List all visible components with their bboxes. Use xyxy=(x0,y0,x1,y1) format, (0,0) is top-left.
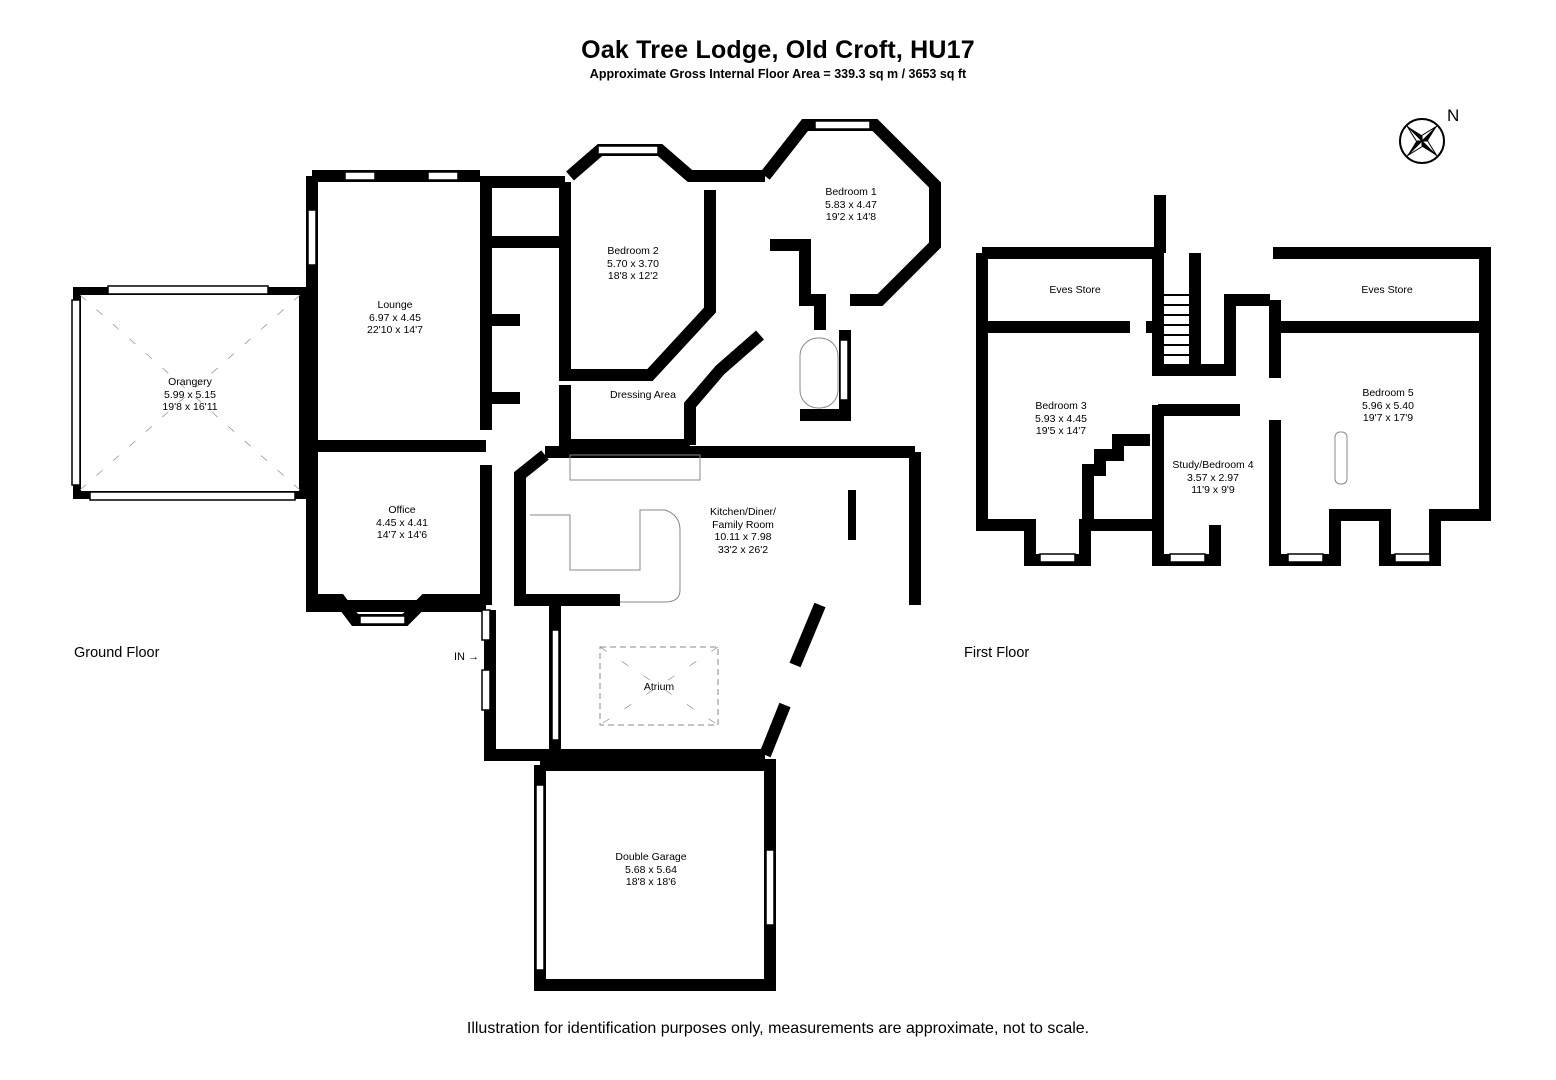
disclaimer: Illustration for identification purposes… xyxy=(466,1020,1090,1037)
room-name: Study/Bedroom 4 xyxy=(1172,459,1254,471)
room-label-atrium: Atrium xyxy=(644,681,674,694)
room-imperial: 18'8 x 18'6 xyxy=(625,876,677,888)
floor-area-subtitle: Approximate Gross Internal Floor Area = … xyxy=(589,67,967,81)
room-metric: 4.45 x 4.41 xyxy=(376,516,428,529)
plan-title: Oak Tree Lodge, Old Croft, HU17 xyxy=(581,36,975,64)
room-label-eves-store-right: Eves Store xyxy=(1361,284,1412,297)
room-metric: 3.57 x 2.97 xyxy=(1187,471,1239,484)
room-label-bedroom-3: Bedroom 3 5.93 x 4.45 19'5 x 14'7 xyxy=(1035,400,1087,438)
room-metric: 6.97 x 4.45 xyxy=(369,311,421,324)
room-imperial: 11'9 x 9'9 xyxy=(1191,484,1235,496)
room-imperial: 22'10 x 14'7 xyxy=(367,324,423,336)
room-metric: 5.83 x 4.47 xyxy=(825,198,877,211)
room-name: Bedroom 2 xyxy=(607,245,659,257)
room-imperial: 33'2 x 26'2 xyxy=(717,543,769,556)
room-label-bedroom-2: Bedroom 2 5.70 x 3.70 18'8 x 12'2 xyxy=(607,245,659,283)
room-name: Bedroom 1 xyxy=(825,186,877,198)
entrance-label: IN → xyxy=(454,651,479,663)
first-floor-walls xyxy=(976,195,1491,566)
room-metric: 5.93 x 4.45 xyxy=(1035,412,1087,425)
room-name-line2: Family Room xyxy=(712,518,774,531)
room-name: Dressing Area xyxy=(610,389,676,401)
room-label-dressing-area: Dressing Area xyxy=(610,389,676,402)
room-label-office: Office 4.45 x 4.41 14'7 x 14'6 xyxy=(376,504,428,542)
floor-label-ground: Ground Floor xyxy=(74,645,160,661)
room-name: Orangery xyxy=(168,376,212,388)
room-label-bedroom-5: Bedroom 5 5.96 x 5.40 19'7 x 17'9 xyxy=(1362,387,1414,425)
floor-label-first: First Floor xyxy=(964,645,1030,661)
room-label-orangery: Orangery 5.99 x 5.15 19'8 x 16'11 xyxy=(162,376,217,414)
room-imperial: 19'5 x 14'7 xyxy=(1035,425,1087,437)
room-name: Bedroom 5 xyxy=(1362,387,1414,399)
ground-floor-walls xyxy=(73,119,941,991)
room-metric: 10.11 x 7.98 xyxy=(714,531,772,543)
room-label-lounge: Lounge 6.97 x 4.45 22'10 x 14'7 xyxy=(367,299,423,337)
window-glazing xyxy=(71,120,871,971)
room-imperial: 19'8 x 16'11 xyxy=(162,401,218,413)
entrance-text: IN xyxy=(454,651,465,663)
first-floor-stairs xyxy=(1162,294,1190,356)
room-imperial: 19'2 x 14'8 xyxy=(825,211,877,223)
room-imperial: 14'7 x 14'6 xyxy=(376,529,428,541)
room-metric: 5.70 x 3.70 xyxy=(607,257,659,270)
compass-rose-icon xyxy=(1399,118,1445,164)
room-name: Eves Store xyxy=(1361,284,1413,296)
atrium-skylight xyxy=(599,646,719,726)
room-imperial: 18'8 x 12'2 xyxy=(607,270,659,282)
room-label-eves-store-left: Eves Store xyxy=(1049,284,1100,297)
room-name: Kitchen/Diner/ xyxy=(710,506,776,518)
north-label: N xyxy=(1447,106,1460,125)
room-metric: 5.99 x 5.15 xyxy=(164,388,216,401)
room-name: Bedroom 3 xyxy=(1035,400,1087,412)
room-name: Atrium xyxy=(643,681,675,693)
room-label-kitchen: Kitchen/Diner/ Family Room 10.11 x 7.98 … xyxy=(710,506,776,556)
room-imperial: 19'7 x 17'9 xyxy=(1362,412,1414,424)
room-name: Eves Store xyxy=(1049,284,1101,296)
room-label-bedroom-1: Bedroom 1 5.83 x 4.47 19'2 x 14'8 xyxy=(825,186,877,224)
room-label-double-garage: Double Garage 5.68 x 5.64 18'8 x 18'6 xyxy=(615,851,686,889)
room-label-study-bedroom-4: Study/Bedroom 4 3.57 x 2.97 11'9 x 9'9 xyxy=(1172,459,1253,497)
room-name: Office xyxy=(388,504,416,516)
room-name: Double Garage xyxy=(615,851,687,863)
arrow-right-icon: → xyxy=(468,651,480,663)
room-name: Lounge xyxy=(377,299,413,311)
room-metric: 5.96 x 5.40 xyxy=(1362,399,1414,412)
first-floor-windows xyxy=(1039,553,1431,563)
room-metric: 5.68 x 5.64 xyxy=(625,863,677,876)
